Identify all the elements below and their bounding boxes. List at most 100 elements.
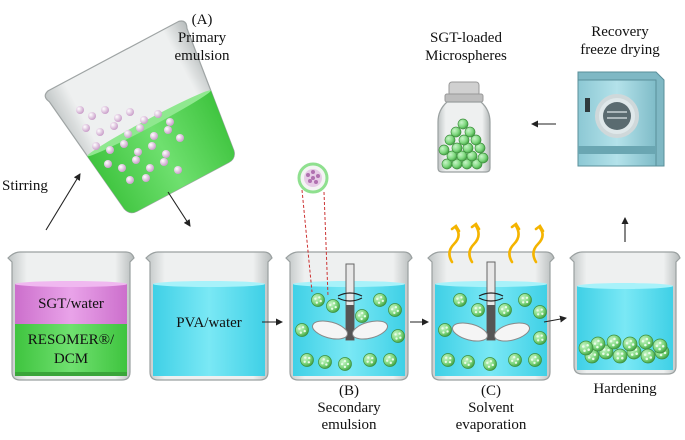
microsphere <box>373 293 387 307</box>
microsphere-inner-droplet <box>389 361 392 364</box>
microsphere-inner-droplet <box>322 358 325 361</box>
primary-droplet <box>101 106 109 114</box>
microsphere-inner-droplet <box>379 296 383 299</box>
beaker-initial <box>7 251 135 381</box>
primary-droplet <box>136 124 144 132</box>
microsphere-inner-droplet <box>361 311 364 315</box>
microsphere-inner-droplet <box>332 302 336 305</box>
microsphere-inner-droplet <box>461 300 464 303</box>
microsphere-inner-droplet <box>587 356 591 359</box>
vial-microspheres <box>438 118 489 170</box>
microspheres-hardened <box>578 334 670 364</box>
primary-droplet <box>118 164 126 172</box>
microsphere-inner-droplet <box>514 361 518 364</box>
hardened-microsphere <box>652 338 668 354</box>
microsphere-inner-droplet <box>616 356 620 360</box>
secondary-emulsion-letter: (B) <box>339 383 359 399</box>
primary-droplet <box>124 130 132 138</box>
microsphere-inner-droplet <box>325 363 328 366</box>
microsphere-inner-droplet <box>330 307 334 310</box>
microsphere-inner-droplet <box>533 361 536 365</box>
primary-droplet <box>146 164 154 172</box>
microsphere-inner-droplet <box>448 360 452 364</box>
microsphere <box>318 355 332 369</box>
microsphere-inner-droplet <box>370 361 373 364</box>
microsphere-inner-droplet <box>444 360 447 364</box>
microsphere <box>326 299 340 313</box>
microsphere-inner-droplet <box>377 301 381 304</box>
primary-droplet <box>140 116 148 124</box>
microsphere-inner-droplet <box>394 333 397 336</box>
microsphere-inner-droplet <box>525 300 529 304</box>
primary-droplet <box>104 160 112 168</box>
primary-beaker-icon <box>44 20 235 214</box>
microsphere-inner-droplet <box>607 348 610 352</box>
microsphere-inner-droplet <box>474 306 477 310</box>
sgt-water-label: SGT/water <box>38 296 104 312</box>
microsphere-inner-droplet <box>516 358 520 361</box>
microsphere-inner-droplet <box>501 307 504 311</box>
microspheres-label-line1: SGT-loaded <box>430 30 502 46</box>
microsphere-inner-droplet <box>506 309 510 312</box>
microsphere-inner-droplet <box>586 344 589 347</box>
microsphere-inner-droplet <box>661 345 665 348</box>
microsphere <box>391 329 405 343</box>
microsphere-inner-droplet <box>315 301 318 304</box>
microsphere-inner-droplet <box>491 363 494 367</box>
microsphere-inner-droplet <box>536 339 540 342</box>
microsphere-inner-droplet <box>615 341 619 344</box>
microsphere <box>355 309 369 323</box>
microsphere-inner-droplet <box>393 311 396 315</box>
microsphere-inner-droplet <box>536 335 539 338</box>
microsphere-inner-droplet <box>367 356 370 359</box>
primary-droplet <box>92 142 100 150</box>
primary-droplet <box>142 174 150 182</box>
hardened-microsphere <box>640 348 656 364</box>
microsphere-inner-droplet <box>536 309 539 312</box>
microsphere-inner-droplet <box>381 299 384 303</box>
microsphere-inner-droplet <box>599 343 603 346</box>
microsphere-inner-droplet <box>591 357 595 361</box>
microsphere-inner-droplet <box>606 353 610 356</box>
freeze-dryer-icon <box>577 71 665 167</box>
resomer-label-line2: DCM <box>53 351 89 367</box>
resomer-label-line1: RESOMER®/ <box>27 332 115 348</box>
solvent-evaporation-label-line1: Solvent <box>468 400 514 416</box>
primary-emulsion-label-line1: Primary <box>177 30 227 46</box>
microsphere-inner-droplet <box>629 339 633 343</box>
microsphere-inner-droplet <box>620 352 624 355</box>
hardened-microsphere <box>578 340 594 356</box>
microsphere <box>338 357 352 371</box>
microsphere-inner-droplet <box>635 352 638 355</box>
magnified-droplet <box>316 174 320 178</box>
microsphere-inner-droplet <box>613 337 616 341</box>
solvent-evaporation-letter: (C) <box>481 383 501 399</box>
magnified-droplet <box>306 173 310 177</box>
microsphere-inner-droplet <box>643 353 647 356</box>
microsphere <box>363 353 377 367</box>
microsphere-inner-droplet <box>659 353 663 357</box>
vial-microsphere <box>470 134 482 146</box>
microsphere-inner-droplet <box>444 356 448 359</box>
solvent-evaporation-label-line2: evaporation <box>455 417 527 433</box>
microsphere-inner-droplet <box>301 326 305 329</box>
microsphere-inner-droplet <box>303 360 306 363</box>
arrow-primary-to-pva <box>167 191 191 227</box>
primary-droplet <box>148 142 156 150</box>
microsphere-inner-droplet <box>645 337 649 341</box>
microsphere-inner-droplet <box>486 361 489 365</box>
microsphere-inner-droplet <box>299 331 302 334</box>
microsphere-inner-droplet <box>303 329 306 333</box>
recovery-label-line1: Recovery <box>591 24 649 40</box>
vial-microsphere <box>444 134 456 146</box>
hardened-microsphere <box>606 334 622 350</box>
microsphere-inner-droplet <box>655 344 659 348</box>
microsphere-inner-droplet <box>363 315 367 318</box>
magnified-droplet <box>311 176 315 180</box>
vapor-icon <box>448 222 545 264</box>
hardened-microsphere <box>638 334 654 350</box>
microsphere-inner-droplet <box>391 358 395 361</box>
microsphere <box>453 293 467 307</box>
microsphere <box>300 353 314 367</box>
